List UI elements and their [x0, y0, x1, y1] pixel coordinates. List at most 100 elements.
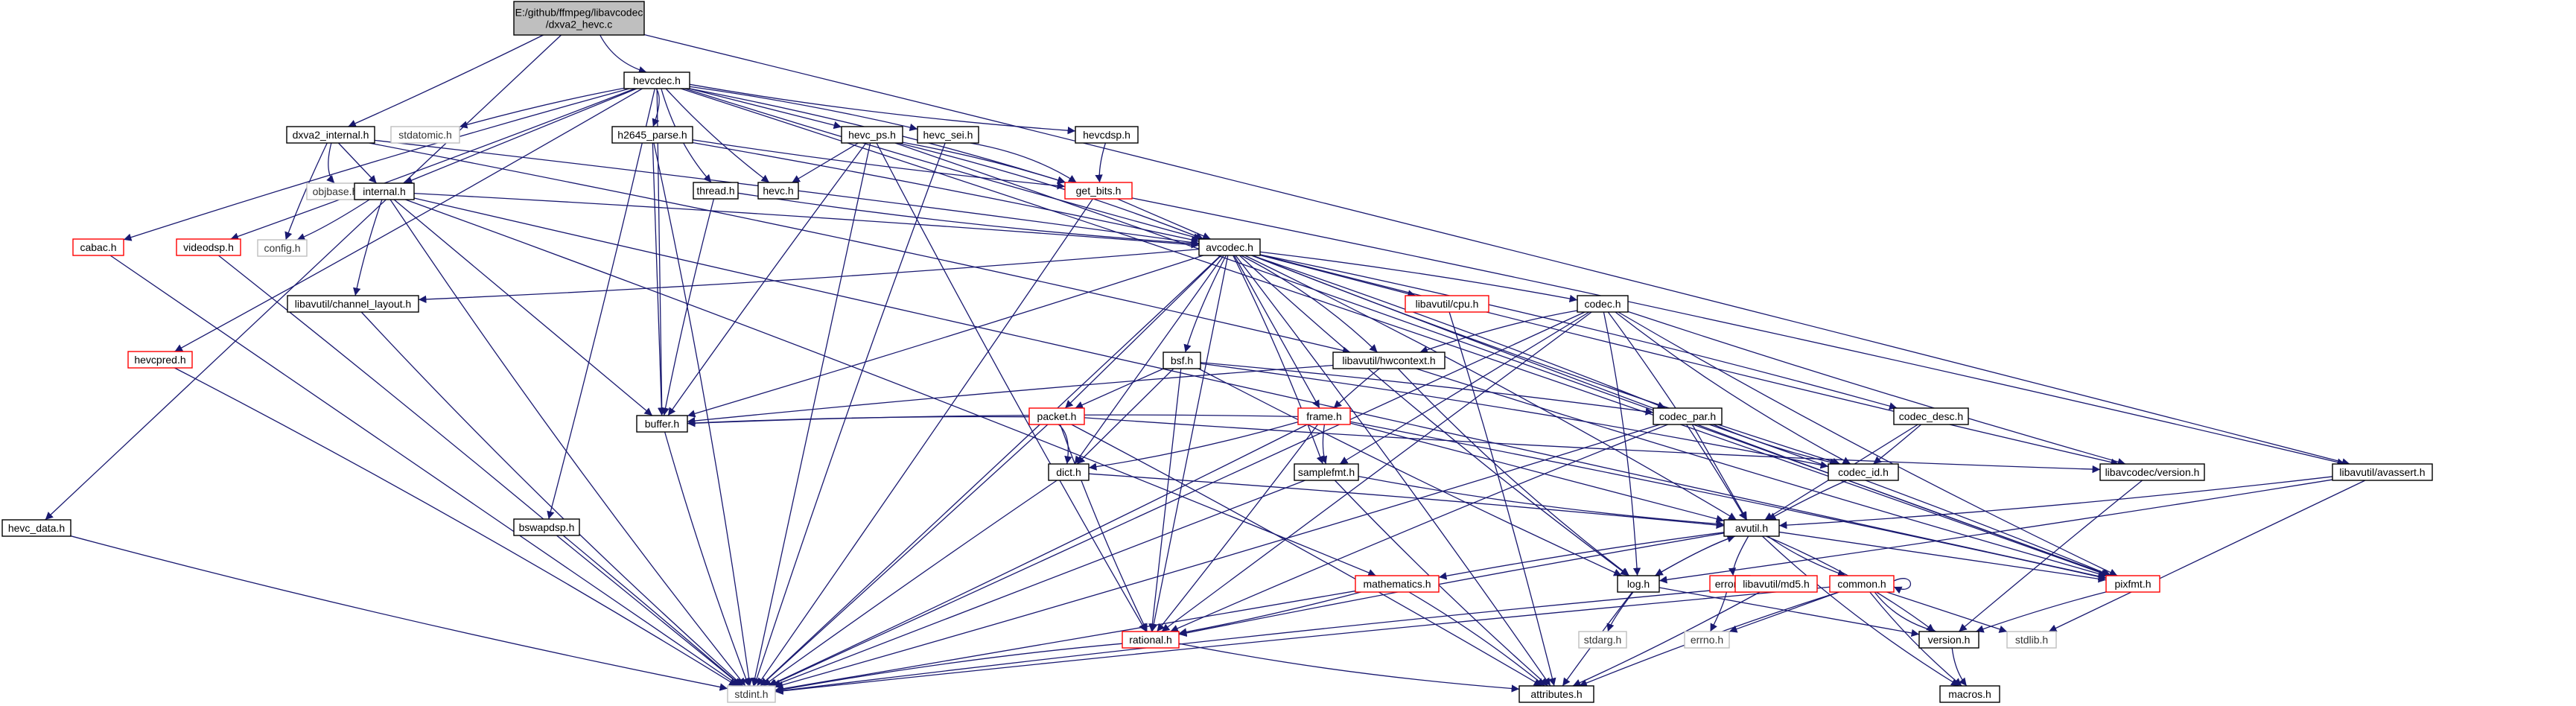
include-edge [1259, 254, 1898, 410]
node-mathematics[interactable]: mathematics.h [1355, 575, 1440, 593]
node-bsf[interactable]: bsf.h [1163, 352, 1201, 369]
include-edge [757, 198, 1093, 687]
include-edge [753, 142, 946, 687]
include-edge [1728, 535, 1749, 576]
node-thread[interactable]: thread.h [693, 182, 739, 200]
node-stdatomic: stdatomic.h [390, 126, 460, 144]
node-box [1723, 519, 1780, 537]
node-internal[interactable]: internal.h [354, 182, 415, 200]
node-bswapdsp[interactable]: bswapdsp.h [513, 518, 580, 536]
node-box [354, 182, 415, 200]
node-pixfmt[interactable]: pixfmt.h [2105, 575, 2160, 593]
node-hwcontext[interactable]: libavutil/hwcontext.h [1332, 352, 1446, 369]
node-hevcdec[interactable]: hevcdec.h [623, 71, 690, 89]
node-label: hevc_sei.h [923, 129, 973, 141]
node-codec[interactable]: codec.h [1577, 295, 1629, 313]
include-edge [547, 88, 655, 520]
node-box [287, 295, 419, 313]
node-videodsp[interactable]: videodsp.h [176, 238, 241, 256]
include-edge [1251, 255, 1666, 409]
node-stdarg: stdarg.h [1578, 631, 1627, 649]
node-hevc-sei[interactable]: hevc_sei.h [917, 126, 979, 144]
node-box [623, 71, 690, 89]
node-label: get_bits.h [1076, 185, 1122, 197]
node-common[interactable]: common.h [1829, 575, 1895, 593]
node-version[interactable]: version.h [1918, 631, 1979, 649]
include-edge [1397, 368, 1630, 576]
include-edge [389, 199, 746, 687]
node-box [176, 238, 241, 256]
node-label: codec_desc.h [1899, 410, 1963, 422]
node-box [72, 238, 124, 256]
include-edge [1709, 424, 2112, 576]
include-edge [1654, 535, 1735, 576]
node-label: errno.h [1691, 634, 1723, 646]
node-attributes[interactable]: attributes.h [1518, 685, 1594, 703]
include-edge [1659, 587, 1920, 637]
node-box [727, 685, 776, 703]
node-box [1829, 575, 1895, 593]
node-box [1617, 575, 1660, 593]
include-edge [1200, 362, 1654, 416]
node-get-bits[interactable]: get_bits.h [1064, 182, 1133, 200]
include-edge [1349, 421, 2107, 581]
node-log[interactable]: log.h [1617, 575, 1660, 593]
node-hevcpred[interactable]: hevcpred.h [127, 351, 193, 369]
node-label: libavcodec/version.h [2105, 466, 2200, 478]
include-edge [1767, 535, 1846, 577]
node-root[interactable]: E:/github/ffmpeg/libavcodec/dxva2_hevc.c [513, 1, 645, 36]
node-codec-par[interactable]: codec_par.h [1653, 407, 1723, 425]
include-edge [459, 87, 625, 129]
node-avcodec[interactable]: avcodec.h [1198, 238, 1261, 256]
node-frame[interactable]: frame.h [1297, 407, 1351, 425]
node-h2645[interactable]: h2645_parse.h [611, 126, 693, 144]
include-edge [1058, 424, 1072, 465]
node-samplefmt[interactable]: samplefmt.h [1294, 463, 1359, 481]
node-codec-id[interactable]: codec_id.h [1828, 463, 1899, 481]
node-hevcdsp[interactable]: hevcdsp.h [1075, 126, 1139, 144]
include-edge [217, 255, 742, 687]
node-label: hevcpred.h [134, 354, 185, 366]
include-edge [1259, 254, 2119, 466]
node-cabac[interactable]: cabac.h [72, 238, 124, 256]
node-label: libavutil/hwcontext.h [1342, 354, 1435, 366]
node-hevc-ps[interactable]: hevc_ps.h [841, 126, 903, 144]
include-edge [687, 255, 1203, 418]
node-dxva2-internal[interactable]: dxva2_internal.h [286, 126, 375, 144]
include-edge [1438, 532, 1725, 580]
node-label: E:/github/ffmpeg/libavcodec/dxva2_hevc.c [515, 7, 643, 31]
node-box [127, 351, 193, 369]
include-edge [760, 255, 1221, 687]
node-avassert[interactable]: libavutil/avassert.h [2332, 463, 2433, 481]
node-box [1828, 463, 1899, 481]
node-label: version.h [1928, 634, 1971, 646]
node-buffer[interactable]: buffer.h [636, 415, 688, 433]
node-label: avutil.h [1735, 522, 1768, 534]
node-packet[interactable]: packet.h [1028, 407, 1085, 425]
node-md5[interactable]: libavutil/md5.h [1734, 575, 1818, 593]
node-dict[interactable]: dict.h [1048, 463, 1090, 481]
include-edge [1419, 310, 1578, 354]
node-cpu[interactable]: libavutil/cpu.h [1405, 295, 1489, 313]
include-edge [1178, 532, 1725, 637]
node-codec-desc[interactable]: codec_desc.h [1893, 407, 1969, 425]
node-box [1294, 463, 1359, 481]
include-edge [1178, 591, 1361, 636]
node-box [2105, 575, 2160, 593]
include-edge [1244, 255, 1737, 521]
node-rational[interactable]: rational.h [1122, 631, 1180, 649]
include-edge [689, 88, 842, 130]
node-avversion[interactable]: libavcodec/version.h [2099, 463, 2205, 481]
node-box [1075, 126, 1139, 144]
node-label: thread.h [696, 185, 734, 197]
include-edge [775, 590, 1356, 693]
node-channel-layout[interactable]: libavutil/channel_layout.h [287, 295, 419, 313]
include-edge [652, 142, 666, 416]
node-hevc[interactable]: hevc.h [757, 182, 799, 200]
include-edge [667, 142, 867, 416]
include-edge [897, 142, 1204, 241]
node-macros[interactable]: macros.h [1939, 685, 2000, 703]
node-hevc-data[interactable]: hevc_data.h [1, 519, 71, 537]
node-avutil[interactable]: avutil.h [1723, 519, 1780, 537]
node-box [1198, 238, 1261, 256]
